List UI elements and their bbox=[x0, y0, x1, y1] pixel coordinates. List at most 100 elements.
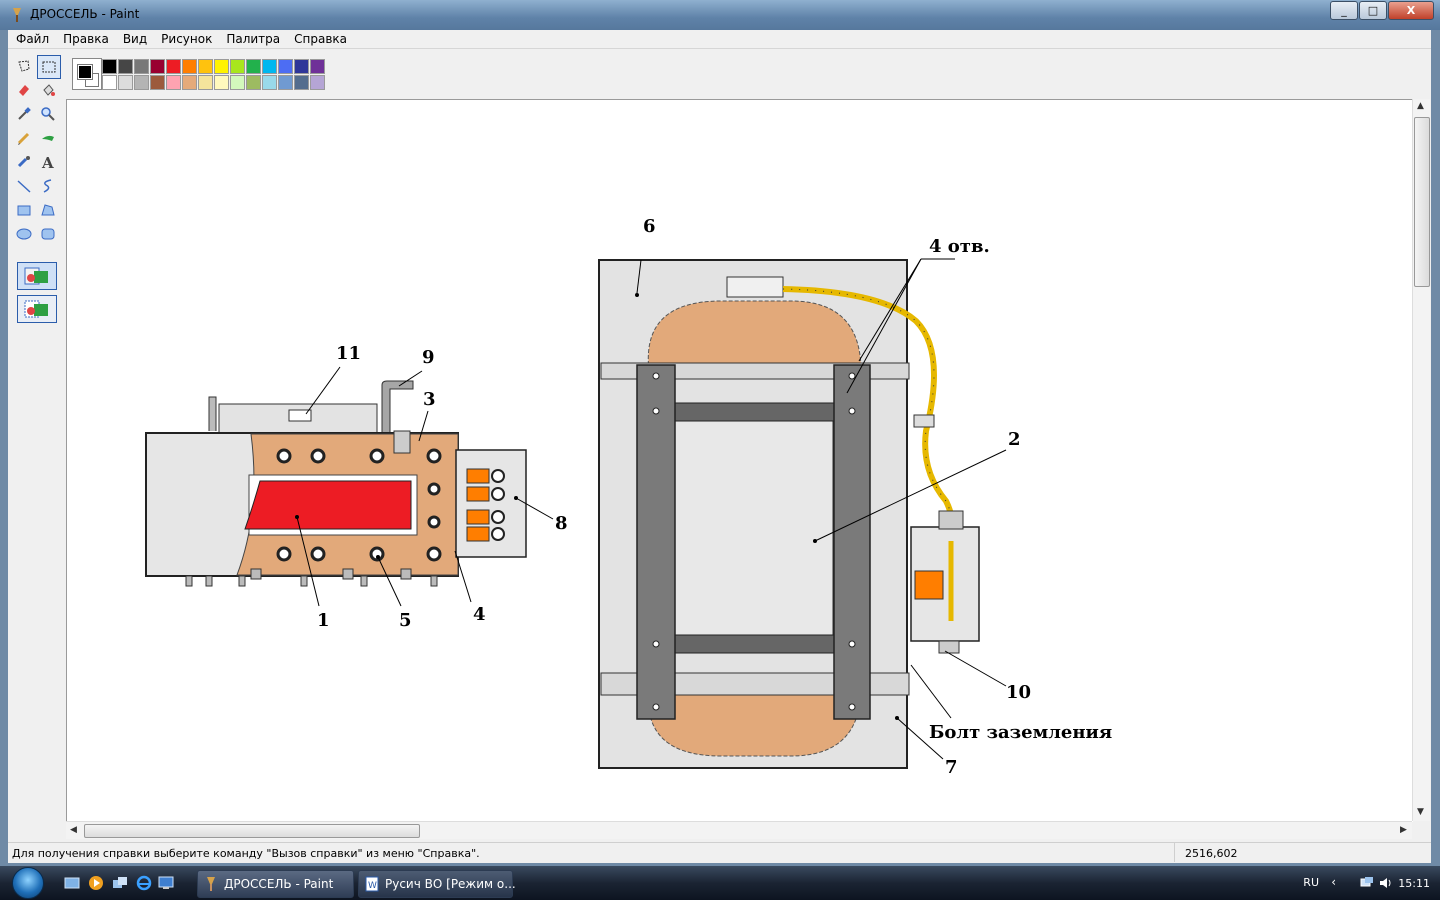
palette-swatch[interactable] bbox=[134, 75, 149, 90]
menu-edit[interactable]: Правка bbox=[63, 32, 109, 46]
palette-swatch[interactable] bbox=[102, 59, 117, 74]
volume-icon[interactable] bbox=[1378, 876, 1392, 890]
window-title: ДРОССЕЛЬ - Paint bbox=[30, 7, 140, 21]
palette-swatch[interactable] bbox=[246, 59, 261, 74]
palette-swatch[interactable] bbox=[102, 75, 117, 90]
free-select-icon[interactable] bbox=[13, 55, 35, 77]
palette-swatch[interactable] bbox=[230, 75, 245, 90]
rounded-rect-icon[interactable] bbox=[37, 223, 59, 245]
label-4: 4 bbox=[473, 604, 486, 625]
label-11: 11 bbox=[336, 343, 361, 364]
palette-swatch[interactable] bbox=[150, 75, 165, 90]
vertical-scroll-thumb[interactable] bbox=[1414, 117, 1430, 287]
airbrush-icon[interactable] bbox=[13, 151, 35, 173]
maximize-button[interactable]: □ bbox=[1359, 1, 1387, 20]
palette-swatch[interactable] bbox=[198, 59, 213, 74]
palette-swatch[interactable] bbox=[182, 75, 197, 90]
label-8: 8 bbox=[555, 513, 568, 534]
paint-app-icon bbox=[13, 8, 21, 22]
status-help-text: Для получения справки выберите команду "… bbox=[12, 847, 480, 860]
scroll-left-icon[interactable]: ◀ bbox=[70, 825, 77, 835]
vertical-scrollbar[interactable]: ▲ ▼ bbox=[1412, 99, 1430, 821]
palette-swatch[interactable] bbox=[310, 59, 325, 74]
taskbar: ДРОССЕЛЬ - Paint W Русич ВО [Режим о... … bbox=[0, 866, 1440, 900]
scroll-down-icon[interactable]: ▼ bbox=[1417, 807, 1424, 817]
language-indicator[interactable]: RU bbox=[1303, 876, 1319, 889]
color-picker-icon[interactable] bbox=[13, 103, 35, 125]
toolbox: A bbox=[8, 52, 62, 327]
task-word-document[interactable]: W Русич ВО [Режим о... bbox=[358, 870, 516, 898]
palette-swatch[interactable] bbox=[166, 75, 181, 90]
palette-swatch[interactable] bbox=[214, 59, 229, 74]
transparent-option-transparent-icon[interactable] bbox=[17, 295, 57, 323]
horizontal-scrollbar[interactable]: ◀ ▶ bbox=[66, 821, 1412, 839]
menu-image[interactable]: Рисунок bbox=[161, 32, 213, 46]
palette-swatch[interactable] bbox=[214, 75, 229, 90]
transparent-option-opaque-icon[interactable] bbox=[17, 262, 57, 290]
label-2: 2 bbox=[1008, 429, 1021, 450]
palette-swatch[interactable] bbox=[278, 75, 293, 90]
menu-colors[interactable]: Палитра bbox=[226, 32, 281, 46]
current-colors[interactable] bbox=[72, 58, 102, 90]
line-icon[interactable] bbox=[13, 175, 35, 197]
title-bar: ДРОССЕЛЬ - Paint _ □ X bbox=[0, 0, 1440, 30]
palette-swatch[interactable] bbox=[262, 75, 277, 90]
polygon-icon[interactable] bbox=[37, 199, 59, 221]
palette-swatch[interactable] bbox=[198, 75, 213, 90]
internet-explorer-icon[interactable] bbox=[136, 875, 152, 891]
network-icon[interactable] bbox=[1360, 876, 1374, 890]
palette-swatch[interactable] bbox=[278, 59, 293, 74]
curve-icon[interactable] bbox=[37, 175, 59, 197]
eraser-icon[interactable] bbox=[13, 79, 35, 101]
start-button[interactable] bbox=[4, 866, 52, 900]
status-coordinates: 2516,602 bbox=[1174, 843, 1425, 862]
side-view: 11 9 3 8 4 5 1 bbox=[145, 343, 568, 631]
svg-text:A: A bbox=[41, 154, 54, 170]
task-paint-label: ДРОССЕЛЬ - Paint bbox=[224, 877, 334, 891]
scroll-right-icon[interactable]: ▶ bbox=[1400, 825, 1407, 835]
rect-select-icon[interactable] bbox=[37, 55, 61, 79]
paint-task-icon bbox=[207, 877, 215, 891]
pencil-icon[interactable] bbox=[13, 127, 35, 149]
palette-swatch[interactable] bbox=[310, 75, 325, 90]
menu-help[interactable]: Справка bbox=[294, 32, 348, 46]
clock[interactable]: 15:11 bbox=[1398, 877, 1430, 890]
task-word-label: Русич ВО [Режим о... bbox=[385, 877, 516, 891]
text-icon[interactable]: A bbox=[37, 151, 59, 173]
show-desktop-icon[interactable] bbox=[64, 875, 80, 891]
magnifier-icon[interactable] bbox=[37, 103, 59, 125]
label-ground-bolt: Болт заземления bbox=[929, 722, 1112, 743]
palette-swatch[interactable] bbox=[230, 59, 245, 74]
menu-file[interactable]: Файл bbox=[16, 32, 50, 46]
label-5: 5 bbox=[399, 610, 412, 631]
menu-view[interactable]: Вид bbox=[122, 32, 148, 46]
label-6: 6 bbox=[643, 216, 656, 237]
switch-windows-icon[interactable] bbox=[112, 875, 128, 891]
tray-expand-icon[interactable]: ‹ bbox=[1331, 875, 1336, 889]
palette-swatch[interactable] bbox=[150, 59, 165, 74]
palette-swatch[interactable] bbox=[246, 75, 261, 90]
label-1: 1 bbox=[317, 610, 330, 631]
fill-icon[interactable] bbox=[37, 79, 59, 101]
palette-swatch[interactable] bbox=[182, 59, 197, 74]
close-button[interactable]: X bbox=[1388, 1, 1434, 20]
palette-swatch[interactable] bbox=[294, 59, 309, 74]
palette-swatch[interactable] bbox=[294, 75, 309, 90]
palette-swatch[interactable] bbox=[134, 59, 149, 74]
palette-swatch[interactable] bbox=[118, 75, 133, 90]
palette-swatch[interactable] bbox=[118, 59, 133, 74]
rectangle-icon[interactable] bbox=[13, 199, 35, 221]
desktop-icon[interactable] bbox=[158, 875, 174, 891]
media-player-icon[interactable] bbox=[88, 875, 104, 891]
scroll-up-icon[interactable]: ▲ bbox=[1417, 101, 1424, 111]
minimize-button[interactable]: _ bbox=[1330, 1, 1358, 20]
palette-swatch[interactable] bbox=[262, 59, 277, 74]
color-palette bbox=[70, 56, 330, 92]
task-paint[interactable]: ДРОССЕЛЬ - Paint bbox=[197, 870, 354, 898]
brush-icon[interactable] bbox=[37, 127, 59, 149]
palette-swatch[interactable] bbox=[166, 59, 181, 74]
windows-orb-icon bbox=[12, 867, 44, 899]
ellipse-icon[interactable] bbox=[13, 223, 35, 245]
horizontal-scroll-thumb[interactable] bbox=[84, 824, 420, 838]
drawing-canvas[interactable]: 11 9 3 8 4 5 1 bbox=[66, 99, 1413, 822]
